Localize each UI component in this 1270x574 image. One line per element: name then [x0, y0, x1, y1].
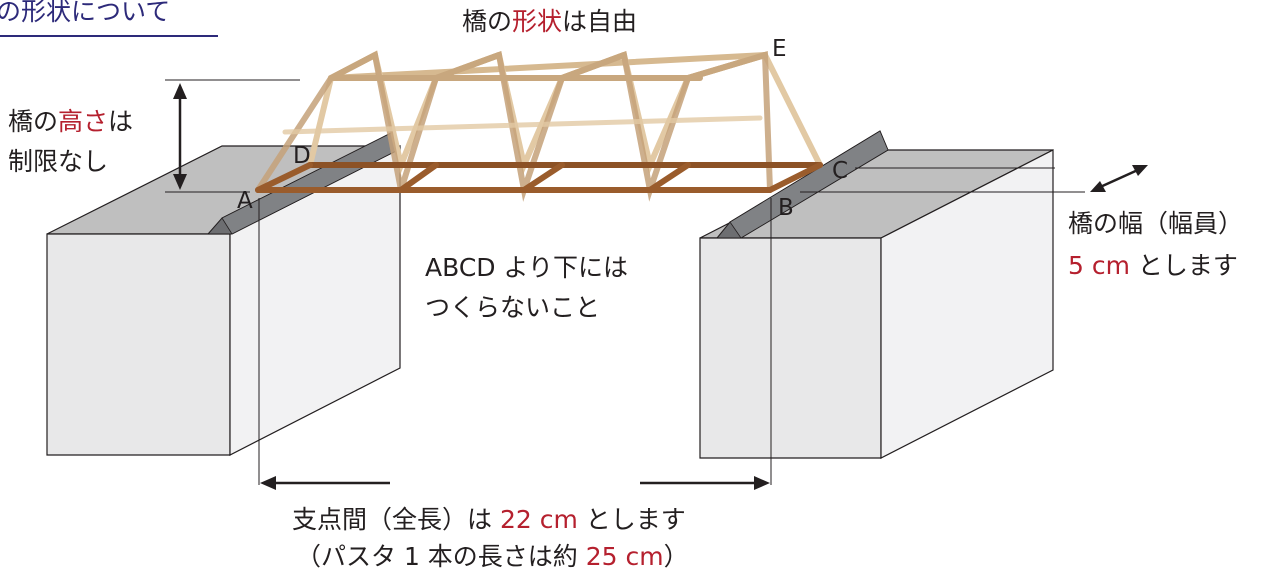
dimension-lines — [165, 79, 1085, 485]
right-rail-face — [729, 130, 889, 239]
right-block-side — [880, 149, 1054, 459]
width-arrow — [1090, 165, 1148, 192]
span-arrow — [260, 476, 770, 490]
below-note-line2: つくらないこと — [425, 293, 600, 322]
height-label-line1: 橋の高さは — [8, 107, 133, 136]
point-E-label: E — [772, 36, 787, 62]
below-note-line1: ABCD より下には — [425, 253, 628, 282]
heading-text: の形状について — [0, 0, 170, 26]
deck-edge-AD — [255, 162, 313, 193]
deck-edge-BC — [767, 162, 823, 193]
left-block-front — [46, 233, 231, 456]
left-support-block — [46, 132, 401, 456]
truss-top-cross-3 — [559, 52, 627, 81]
deck-cross-3 — [647, 162, 691, 193]
truss-mid-chord — [282, 115, 763, 135]
point-B-label: B — [778, 195, 794, 221]
right-support-block — [699, 130, 1054, 459]
shape-label: 橋の形状は自由 — [462, 7, 637, 36]
width-label-line1: 橋の幅（幅員） — [1068, 209, 1243, 238]
truss-top-cross-1 — [328, 52, 378, 81]
truss-back-top-chord — [328, 52, 768, 81]
bridge-deck — [255, 162, 823, 193]
point-D-label: D — [293, 143, 311, 169]
bridge-truss — [255, 50, 823, 202]
right-block-front — [699, 237, 882, 459]
width-label-line2: 5 cm とします — [1068, 251, 1238, 280]
span-label: 支点間（全長）は 22 cm とします — [292, 505, 686, 534]
height-arrow — [173, 83, 187, 190]
height-label-line2: 制限なし — [8, 147, 108, 176]
pasta-note: （パスタ 1 本の長さは約 25 cm） — [296, 542, 689, 571]
truss-top-cross-4 — [685, 52, 768, 81]
truss-top-cross-2 — [433, 52, 502, 81]
deck-cross-2 — [521, 162, 565, 193]
deck-cross-1 — [398, 162, 439, 193]
point-A-label: A — [237, 188, 253, 214]
point-C-label: C — [832, 158, 848, 184]
